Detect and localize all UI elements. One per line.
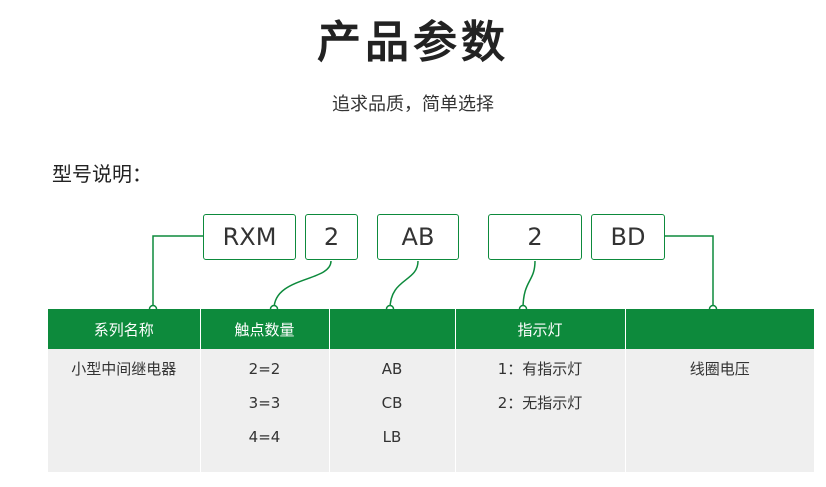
model-code-indicator: 2 xyxy=(488,214,582,260)
cell-text: 4=4 xyxy=(248,428,281,446)
model-code-type: AB xyxy=(377,214,459,260)
header-series-name: 系列名称 xyxy=(48,309,201,349)
cell-series: 小型中间继电器 xyxy=(48,349,201,472)
header-contact-count: 触点数量 xyxy=(200,309,330,349)
table-header-row: 系列名称 触点数量 指示灯 xyxy=(48,309,814,349)
cell-text: LB xyxy=(382,428,402,446)
header-coil-voltage xyxy=(625,309,814,349)
connector-voltage xyxy=(665,235,714,309)
model-code-voltage: BD xyxy=(591,214,665,260)
cell-text: 线圈电压 xyxy=(689,360,750,378)
model-code-series: RXM xyxy=(203,214,296,260)
connector-contacts xyxy=(273,260,332,310)
cell-voltage: 线圈电压 xyxy=(625,349,814,472)
cell-type: AB CB LB xyxy=(329,349,456,472)
connector-series xyxy=(152,235,203,309)
cell-text: 2：无指示灯 xyxy=(497,394,583,412)
cell-text: 2=2 xyxy=(248,360,281,378)
cell-text: 小型中间继电器 xyxy=(71,360,177,378)
model-code-contacts: 2 xyxy=(305,214,358,260)
table-row: 小型中间继电器 2=2 3=3 4=4 AB CB LB 1：有指示灯 2：无指… xyxy=(48,349,814,472)
cell-contacts: 2=2 3=3 4=4 xyxy=(200,349,330,472)
header-contact-type xyxy=(329,309,456,349)
section-label: 型号说明： xyxy=(52,162,152,186)
cell-text: CB xyxy=(381,394,403,412)
cell-text: AB xyxy=(381,360,403,378)
header-indicator: 指示灯 xyxy=(455,309,626,349)
spec-table: 系列名称 触点数量 指示灯 小型中间继电器 2=2 3=3 4=4 AB CB … xyxy=(48,309,814,472)
cell-text: 3=3 xyxy=(248,394,281,412)
page-subtitle: 追求品质，简单选择 xyxy=(332,94,494,115)
cell-indicator: 1：有指示灯 2：无指示灯 xyxy=(455,349,626,472)
cell-text: 1：有指示灯 xyxy=(497,360,583,378)
connector-indicator xyxy=(522,260,536,310)
page-title: 产品参数 xyxy=(317,17,509,68)
connector-type xyxy=(389,260,419,310)
